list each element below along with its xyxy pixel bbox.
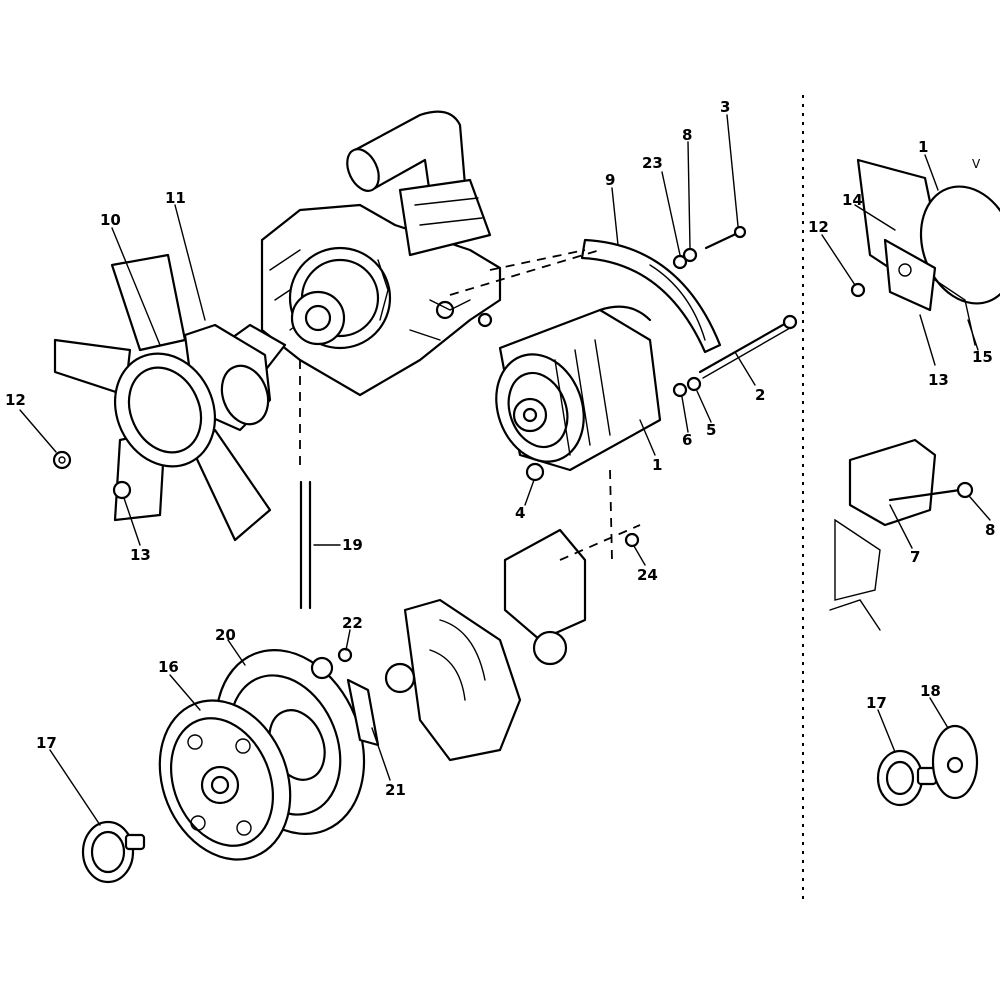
inset-callout-18: 18	[920, 682, 941, 700]
callout-6: 6	[682, 431, 692, 449]
callout-12: 12	[5, 391, 26, 409]
pivot-bolt-2	[698, 314, 798, 379]
stud-19	[299, 480, 312, 610]
callout-17: 17	[36, 734, 57, 752]
inset-callout-15: 15	[972, 348, 993, 366]
fan-washer-13	[112, 480, 132, 500]
bolt-22	[337, 647, 353, 663]
callout-8: 8	[682, 126, 692, 144]
inset-callout-8: 8	[985, 521, 995, 539]
water-outlet-elbow	[346, 110, 492, 257]
nut-24	[624, 532, 640, 548]
inset-callout-14: 14	[842, 191, 863, 209]
inset-leaders-top	[821, 154, 979, 366]
callout-10: 10	[100, 211, 121, 229]
inset-callout-7: 7	[910, 548, 920, 566]
strap-bolt-3	[704, 225, 747, 250]
callout-16: 16	[158, 658, 179, 676]
callout-labels: 10 11 12 13 9 23 8 3 2 1 6 5 4 24 19 20 …	[5, 98, 765, 799]
callout-24: 24	[637, 566, 658, 584]
alternator-1	[495, 305, 662, 472]
callout-20: 20	[215, 626, 236, 644]
engine-block	[260, 203, 502, 397]
alignment-lines	[299, 249, 641, 561]
washer-6	[672, 382, 688, 398]
callout-11: 11	[165, 189, 186, 207]
inset-callout-13: 13	[928, 371, 949, 389]
callout-3: 3	[720, 98, 730, 116]
leader-lines	[19, 114, 756, 826]
nut-23	[672, 254, 688, 270]
callout-21: 21	[385, 781, 406, 799]
fan-spacer-11	[113, 323, 272, 468]
fan-bolt-12	[52, 450, 72, 470]
callout-2: 2	[755, 386, 765, 404]
front-cover	[384, 598, 522, 762]
inset-callout-1: 1	[918, 138, 928, 156]
inset-callout-12: 12	[808, 218, 829, 236]
nut-5	[686, 376, 702, 392]
inset-callout-17: 17	[866, 694, 887, 712]
inset-fan-bracket	[850, 158, 1000, 346]
callout-23: 23	[642, 154, 663, 172]
nut-4	[525, 462, 545, 482]
callout-9: 9	[605, 171, 615, 189]
callout-13: 13	[130, 546, 151, 564]
callout-1: 1	[652, 456, 662, 474]
callout-5: 5	[706, 421, 716, 439]
callout-19: 19	[342, 536, 363, 554]
callout-22: 22	[342, 614, 363, 632]
crank-nut-17	[81, 820, 146, 884]
inset-nut-washer	[876, 697, 979, 807]
inset-callout-v: V	[972, 157, 981, 171]
callout-4: 4	[515, 504, 525, 522]
lower-bracket	[503, 528, 587, 666]
collar	[310, 656, 334, 680]
washer-8	[682, 247, 698, 263]
inset-mount-bracket	[829, 438, 991, 631]
